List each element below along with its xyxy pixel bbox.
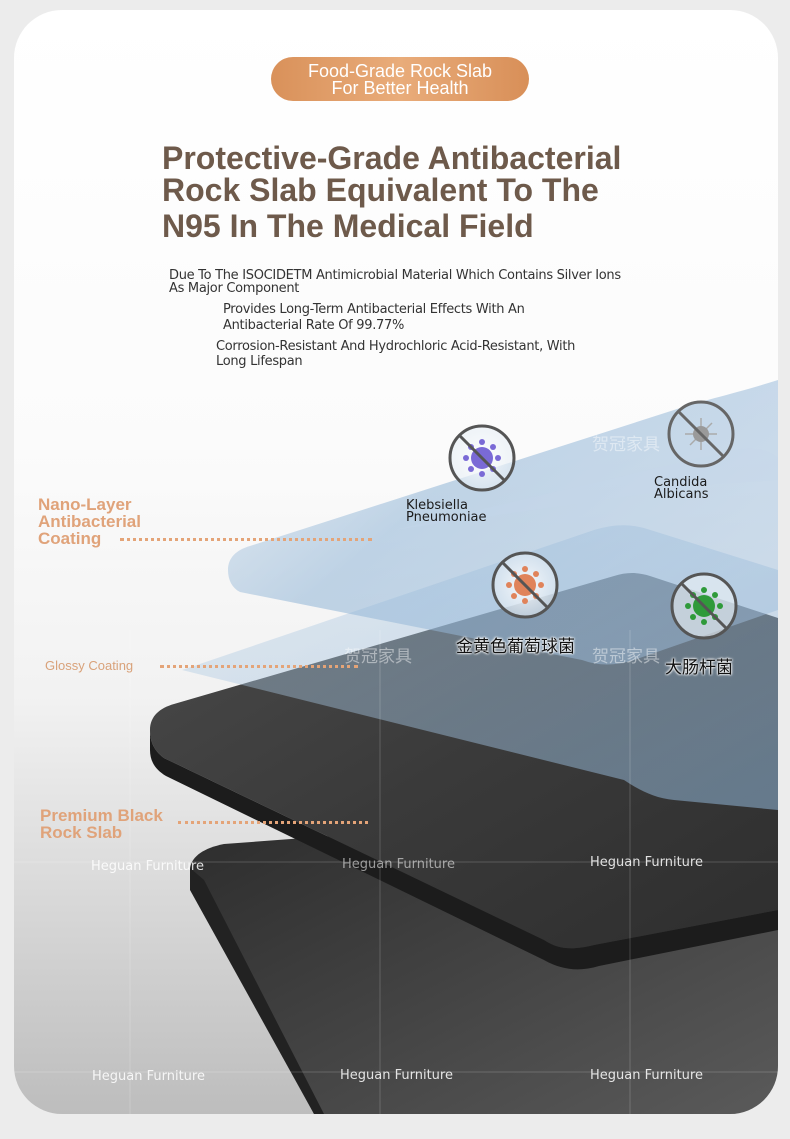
badge-line-2: For Better Health <box>331 78 469 98</box>
klebsiella-line-2: Pneumoniae <box>406 510 487 525</box>
klebsiella-no-sign-icon <box>448 424 516 492</box>
feature-text-2: Provides Long-Term Antibacterial Effects… <box>223 303 525 332</box>
feature-3-line-1: Corrosion-Resistant And Hydrochloric Aci… <box>216 339 576 354</box>
header-badge: Food-Grade Rock Slab For Better Health <box>271 57 529 101</box>
watermark-text: Heguan Furniture <box>91 859 204 874</box>
nano-layer-line-2: Antibacterial <box>38 512 141 531</box>
feature-text-3: Corrosion-Resistant And Hydrochloric Aci… <box>216 340 575 368</box>
page-title: Protective-Grade Antibacterial Rock Slab… <box>162 142 722 242</box>
nano-film <box>228 380 778 665</box>
staph-label: 金黄色葡萄球菌 <box>456 637 575 657</box>
nano-layer-leader-line <box>120 538 372 541</box>
staph-no-sign-icon <box>491 551 559 619</box>
badge-line-1: Food-Grade Rock Slab <box>307 61 493 81</box>
candida-line-2: Albicans <box>654 487 709 502</box>
watermark-text: Heguan Furniture <box>342 857 455 872</box>
title-line-3: N95 In The Medical Field <box>162 208 534 244</box>
glossy-coating-label: Glossy Coating <box>45 657 133 674</box>
nano-layer-label: Nano-Layer Antibacterial Coating <box>38 496 141 547</box>
candida-label: Candida Albicans <box>654 475 709 502</box>
watermark-text-cn: 贺冠家具 <box>344 647 412 667</box>
black-slab-leader-line <box>178 821 368 824</box>
glossy-coating-leader-line <box>160 665 358 668</box>
watermark-text-cn: 贺冠家具 <box>592 647 660 667</box>
klebsiella-line-1: Klebsiella <box>406 498 468 513</box>
watermark-text: Heguan Furniture <box>92 1069 205 1084</box>
ecoli-no-sign-icon <box>670 572 738 640</box>
feature-text-1: Due To The ISOCIDETM Antimicrobial Mater… <box>169 269 621 295</box>
title-line-2: Rock Slab Equivalent To The <box>162 172 599 208</box>
glossy-coating-text: Glossy Coating <box>45 658 134 673</box>
title-line-1: Protective-Grade Antibacterial <box>162 140 622 176</box>
nano-layer-line-3: Coating <box>38 529 102 548</box>
watermark-text-cn: 贺冠家具 <box>592 435 660 455</box>
watermark-text: Heguan Furniture <box>590 1068 703 1083</box>
watermark-text: Heguan Furniture <box>340 1068 453 1083</box>
feature-2-line-1: Provides Long-Term Antibacterial Effects… <box>223 302 525 317</box>
watermark-text: Heguan Furniture <box>590 855 703 870</box>
black-slab-line-2: Rock Slab <box>40 823 123 842</box>
feature-3-line-2: Long Lifespan <box>216 354 303 369</box>
feature-2-line-2: Antibacterial Rate Of 99.77% <box>223 318 405 333</box>
feature-1-line-2: As Major Component <box>169 281 300 296</box>
ecoli-label: 大肠杆菌 <box>665 658 733 678</box>
black-slab-line-1: Premium Black <box>40 806 163 825</box>
product-card: Food-Grade Rock Slab For Better Health P… <box>14 10 778 1114</box>
candida-line-1: Candida <box>654 475 708 490</box>
candida-no-sign-icon <box>667 400 735 468</box>
feature-1-line-1: Due To The ISOCIDETM Antimicrobial Mater… <box>169 268 621 283</box>
klebsiella-label: Klebsiella Pneumoniae <box>406 498 487 525</box>
nano-layer-line-1: Nano-Layer <box>38 495 132 514</box>
black-slab-label: Premium Black Rock Slab <box>40 807 163 841</box>
